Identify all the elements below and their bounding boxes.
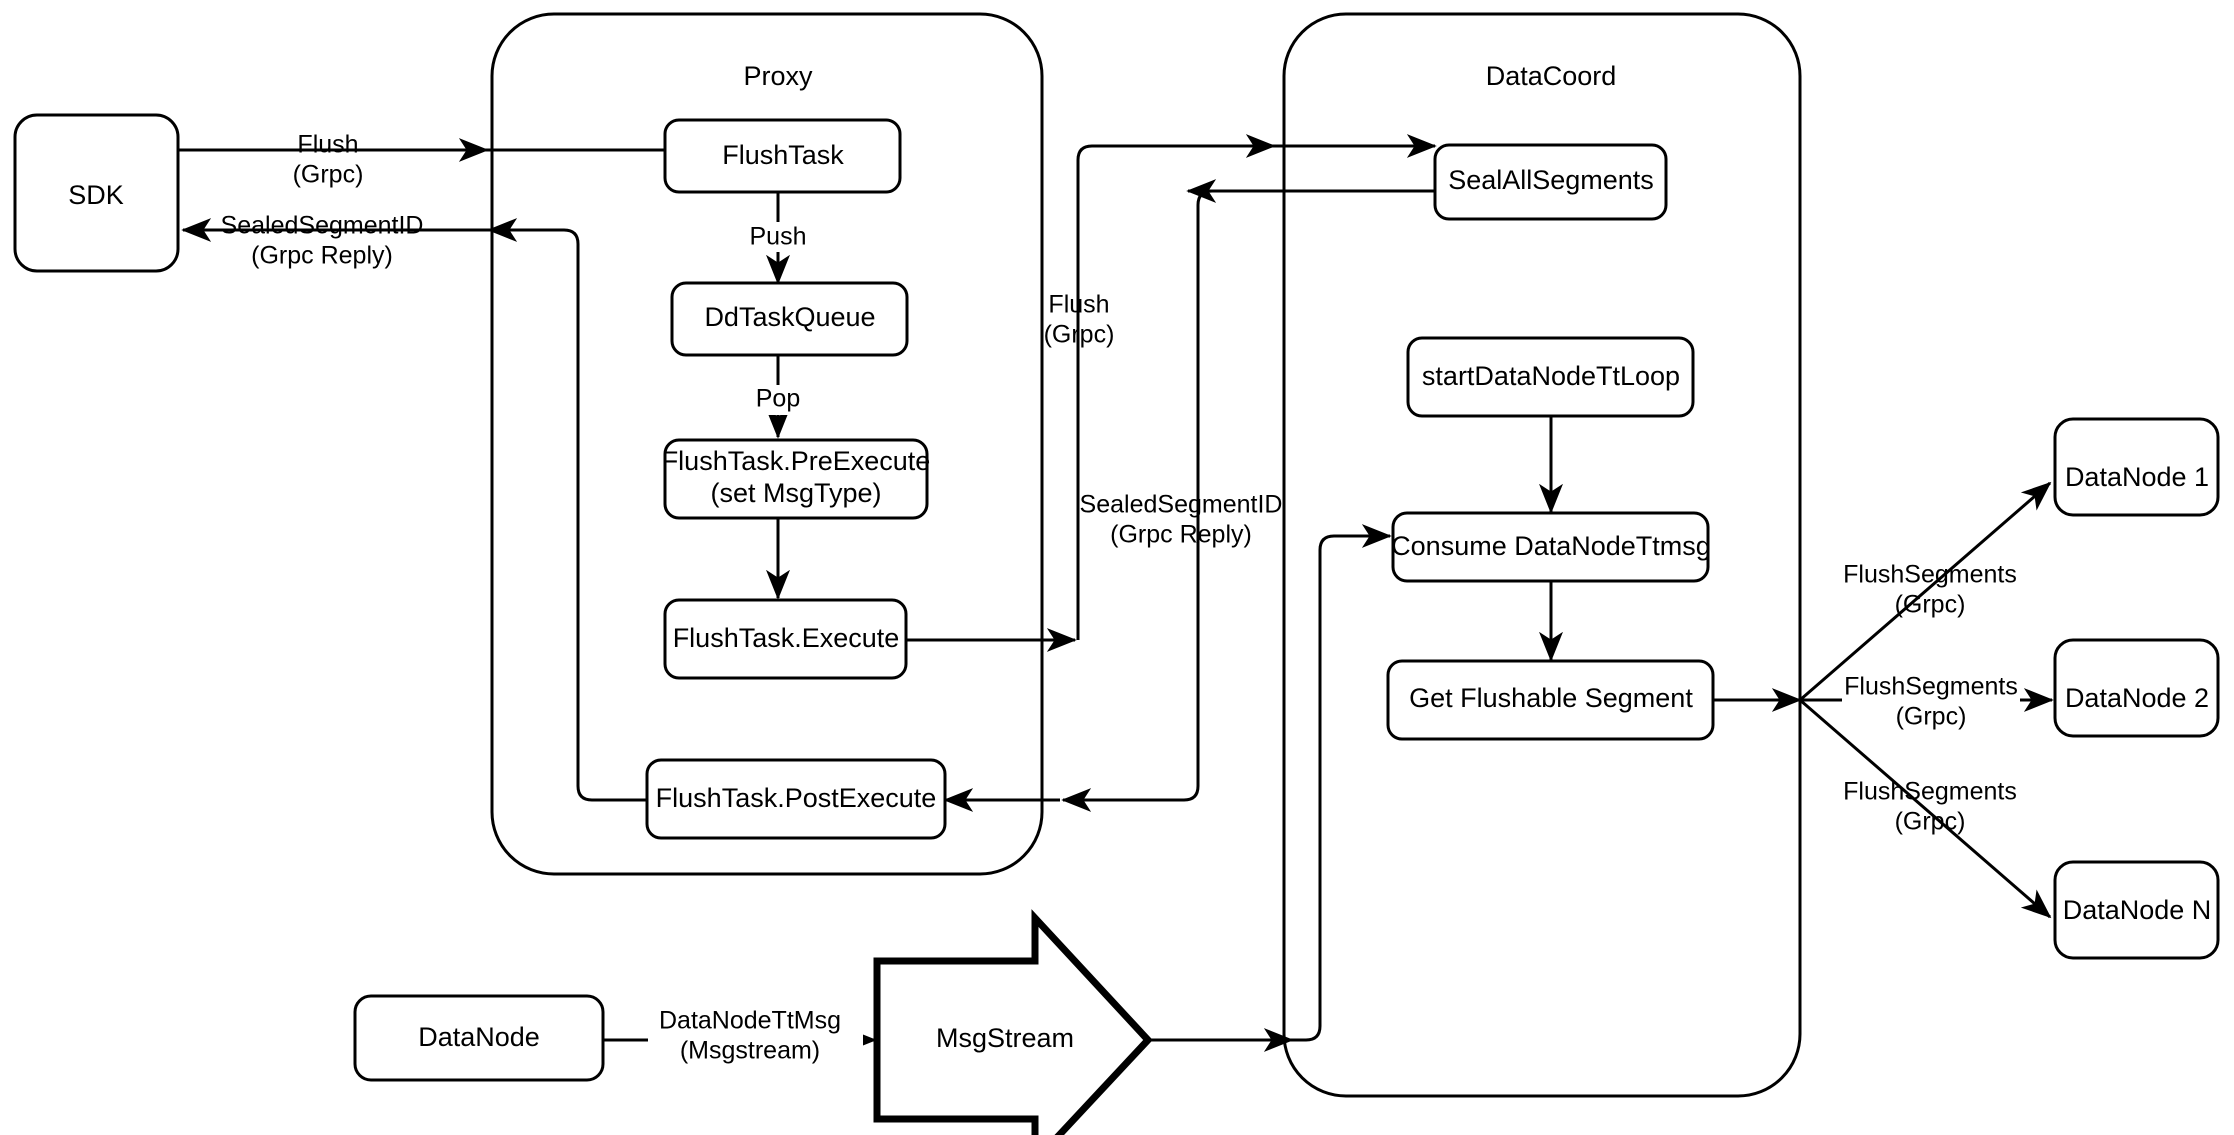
node-get-flushable-segment-rect[interactable] — [1386, 659, 1715, 741]
edge-label-flushsegments-n: FlushSegments (Grpc) — [1843, 778, 2017, 836]
node-consume-datanodettmsg-rect[interactable] — [1391, 511, 1710, 583]
node-datanode-1[interactable]: DataNode 1 — [2053, 417, 2220, 517]
node-flushtask-execute[interactable]: FlushTask.Execute — [663, 598, 908, 680]
edge-label-flushsegments-2-line1: FlushSegments — [1844, 673, 2018, 701]
node-flushtask-postexecute-rect[interactable] — [645, 758, 947, 840]
edge-label-pop: Pop — [748, 385, 810, 415]
edge-label-datanodettmsg-line2: (Msgstream) — [680, 1037, 820, 1065]
node-datanode-1-label: DataNode 1 — [2065, 462, 2209, 492]
edge-label-datanodettmsg-backdrop — [648, 1005, 863, 1063]
edge-label-flush-grpc-coord-line1: Flush — [1048, 291, 1109, 319]
node-consume-datanodettmsg[interactable]: Consume DataNodeTtmsg — [1391, 511, 1711, 583]
node-flushtask-label: FlushTask — [722, 140, 844, 170]
edge-label-flushsegments-n-line1: FlushSegments — [1843, 778, 2017, 806]
edge-label-flush-grpc-coord-line2: (Grpc) — [1044, 321, 1115, 349]
datacoord-container-outline — [1282, 12, 1802, 1098]
node-msgstream-shape[interactable] — [873, 909, 1153, 1135]
edge-label-flush-grpc-sdk-line1: Flush — [297, 131, 358, 159]
node-datanode-source-rect[interactable] — [353, 994, 605, 1082]
edge-label-push-text: Push — [750, 223, 807, 251]
node-flushtask-execute-rect[interactable] — [663, 598, 908, 680]
edge-label-flush-grpc-sdk: Flush (Grpc) — [293, 131, 364, 189]
node-flushtask-preexecute-rect[interactable] — [663, 438, 929, 520]
edge-label-flush-grpc-coord: Flush (Grpc) — [1044, 291, 1115, 349]
edge-label-sealedsegmentid-coord-line2: (Grpc Reply) — [1110, 521, 1252, 549]
node-datanode-n-rect[interactable] — [2053, 860, 2220, 960]
node-get-flushable-segment[interactable]: Get Flushable Segment — [1386, 659, 1715, 741]
node-get-flushable-segment-label: Get Flushable Segment — [1409, 683, 1693, 713]
node-datanode-2-label: DataNode 2 — [2065, 683, 2209, 713]
node-datanode-2-rect[interactable] — [2053, 638, 2220, 738]
edge-label-datanodettmsg: DataNodeTtMsg (Msgstream) — [648, 1005, 863, 1065]
node-sdk-label: SDK — [68, 180, 124, 210]
node-flushtask-preexecute-label-line1: FlushTask.PreExecute — [662, 446, 931, 476]
node-consume-datanodettmsg-label: Consume DataNodeTtmsg — [1391, 531, 1711, 561]
edge-flush-grpc-to-datacoord — [1076, 134, 1276, 640]
node-startdatanodettloop-label: startDataNodeTtLoop — [1422, 361, 1680, 391]
edge-label-sealedsegmentid-coord: SealedSegmentID (Grpc Reply) — [1080, 491, 1283, 549]
node-sdk[interactable]: SDK — [13, 113, 180, 273]
node-msgstream[interactable]: MsgStream — [873, 909, 1153, 1135]
node-startdatanodettloop-rect[interactable] — [1406, 336, 1695, 418]
node-datanode-1-rect[interactable] — [2053, 417, 2220, 517]
node-flushtask-preexecute[interactable]: FlushTask.PreExecute (set MsgType) — [662, 438, 931, 520]
datacoord-container: DataCoord — [1282, 12, 1802, 1098]
node-msgstream-label: MsgStream — [936, 1023, 1074, 1053]
edge-label-datanodettmsg-line1: DataNodeTtMsg — [659, 1007, 841, 1035]
node-sealallsegments-rect[interactable] — [1433, 143, 1668, 221]
edge-label-sealedsegmentid-sdk: SealedSegmentID (Grpc Reply) — [221, 212, 424, 270]
node-sdk-rect[interactable] — [13, 113, 180, 273]
proxy-container: Proxy — [490, 12, 1044, 876]
edge-label-pop-text: Pop — [756, 385, 800, 413]
edge-label-flushsegments-2: FlushSegments (Grpc) — [1842, 673, 2020, 731]
node-ddtaskqueue-label: DdTaskQueue — [704, 302, 875, 332]
edge-label-flushsegments-1: FlushSegments (Grpc) — [1843, 561, 2017, 619]
edge-label-flushsegments-2-backdrop — [1842, 673, 2020, 731]
edge-label-flush-grpc-sdk-line2: (Grpc) — [293, 161, 364, 189]
edge-label-flushsegments-1-line1: FlushSegments — [1843, 561, 2017, 589]
node-flushtask-postexecute[interactable]: FlushTask.PostExecute — [645, 758, 947, 840]
node-datanode-source-label: DataNode — [418, 1022, 540, 1052]
node-ddtaskqueue[interactable]: DdTaskQueue — [670, 281, 909, 357]
edge-label-sealedsegmentid-sdk-line1: SealedSegmentID — [221, 212, 424, 240]
proxy-container-outline — [490, 12, 1044, 876]
proxy-container-label: Proxy — [743, 61, 813, 91]
edge-datacoord-ingress-to-consume — [1289, 524, 1392, 1042]
edge-label-sealedsegmentid-coord-line1: SealedSegmentID — [1080, 491, 1283, 519]
edge-postexecute-to-sdk — [181, 218, 647, 802]
edge-junction-to-datanode-1 — [1799, 481, 2052, 702]
edge-label-flushsegments-1-line2: (Grpc) — [1895, 591, 1966, 619]
node-sealallsegments[interactable]: SealAllSegments — [1433, 143, 1668, 221]
edge-label-push-backdrop — [740, 222, 816, 252]
edge-label-pop-backdrop — [748, 385, 810, 415]
datacoord-container-label: DataCoord — [1486, 61, 1617, 91]
node-ddtaskqueue-rect[interactable] — [670, 281, 909, 357]
node-flushtask-preexecute-label-line2: (set MsgType) — [710, 478, 881, 508]
node-flushtask-rect[interactable] — [663, 118, 902, 194]
node-sealallsegments-label: SealAllSegments — [1448, 165, 1654, 195]
node-flushtask-postexecute-label: FlushTask.PostExecute — [656, 783, 937, 813]
edge-label-flushsegments-n-line2: (Grpc) — [1895, 808, 1966, 836]
node-datanode-2[interactable]: DataNode 2 — [2053, 638, 2220, 738]
edge-label-push: Push — [740, 222, 816, 252]
node-datanode-n[interactable]: DataNode N — [2053, 860, 2220, 960]
edge-junction-to-datanode-n — [1799, 698, 2052, 919]
node-flushtask[interactable]: FlushTask — [663, 118, 902, 194]
node-datanode-source[interactable]: DataNode — [353, 994, 605, 1082]
node-flushtask-execute-label: FlushTask.Execute — [673, 623, 900, 653]
node-datanode-n-label: DataNode N — [2063, 895, 2212, 925]
edge-label-flushsegments-2-line2: (Grpc) — [1896, 703, 1967, 731]
edge-label-sealedsegmentid-sdk-line2: (Grpc Reply) — [251, 242, 393, 270]
node-startdatanodettloop[interactable]: startDataNodeTtLoop — [1406, 336, 1695, 418]
